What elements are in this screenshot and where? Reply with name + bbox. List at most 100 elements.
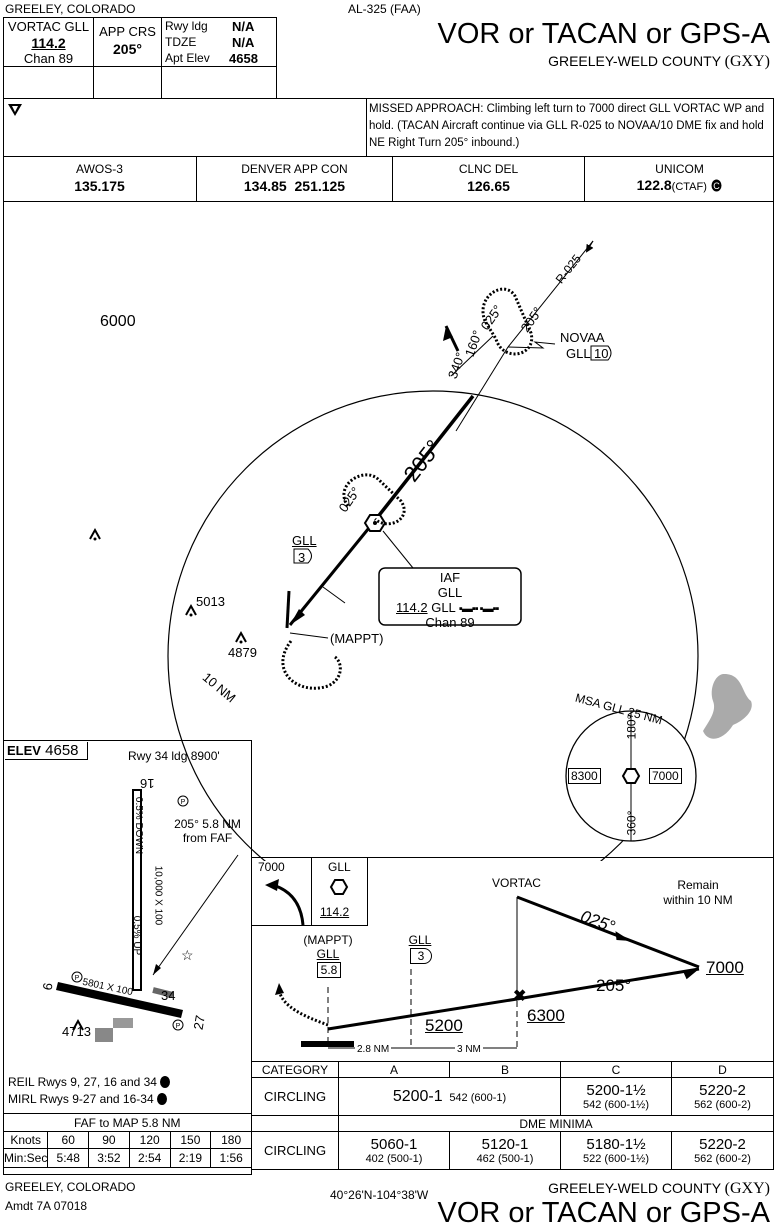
- minsec-label: Min:Sec: [2, 1148, 49, 1168]
- knots-1: 90: [88, 1131, 130, 1149]
- dme-d-main: 5220-2: [699, 1136, 746, 1153]
- outbound-leg: [516, 895, 700, 969]
- ctaf-icon: C: [711, 179, 722, 192]
- cat-d: D: [671, 1061, 774, 1078]
- circling-label-1: CIRCLING: [251, 1077, 339, 1116]
- comm-awos-label: AWOS-3: [76, 162, 123, 176]
- rwy-ldg-note: Rwy 34 ldg 8900': [128, 749, 220, 763]
- app-crs-label: APP CRS: [99, 24, 156, 39]
- novaa-dme: 10: [594, 346, 609, 361]
- iaf-name: GLL: [437, 585, 463, 600]
- airport-code: (GXY): [724, 53, 770, 70]
- final-course: [371, 394, 475, 525]
- lake-shape: [703, 673, 752, 739]
- dme-b-sub: 462 (500-1): [476, 1153, 534, 1165]
- remain-1: Remain: [677, 878, 719, 892]
- footer-title: VOR or TACAN or GPS-A: [437, 1197, 771, 1229]
- profile-alt-7000: 7000: [706, 958, 744, 977]
- elev-label: ELEV: [7, 743, 41, 758]
- dme-a-main: 5060-1: [370, 1136, 418, 1153]
- lighting-1-icon: [160, 1076, 171, 1088]
- grad-up: 0.5% UP: [131, 915, 143, 956]
- knots-label: Knots: [2, 1131, 49, 1149]
- obstacle-6000: 6000: [100, 313, 136, 330]
- gll-dme: 3: [298, 550, 306, 565]
- iaf-freq: 114.2: [396, 600, 428, 615]
- faf-note-2: from FAF: [182, 831, 233, 845]
- profile-gll: GLL: [316, 947, 340, 961]
- profile-crs-in: 205°: [596, 976, 632, 995]
- nonstandard-takeoff-icon: [8, 104, 22, 116]
- icon-gll: GLL: [328, 860, 351, 874]
- comm-approach-freq: 134.85 251.125: [243, 178, 346, 194]
- circling-label-2: CIRCLING: [251, 1131, 339, 1170]
- radial-025: [507, 240, 594, 348]
- dist-3: 3 NM: [455, 1044, 483, 1055]
- comm-unicom-label: UNICOM: [655, 162, 704, 176]
- lighting-2-icon: [156, 1093, 167, 1105]
- circling-ab-sub: 542 (600-1): [449, 1091, 507, 1104]
- footer-coords: 40°26'N-104°38'W: [330, 1188, 429, 1202]
- minima-table: CATEGORY A B C D CIRCLING 5200-1 542 (60…: [251, 1061, 774, 1170]
- comm-awos-freq: 135.175: [74, 178, 125, 194]
- iaf-ident: GLL: [431, 600, 456, 615]
- airport-name-text: GREELEY-WELD COUNTY: [548, 53, 721, 69]
- gll-label: GLL: [292, 533, 317, 548]
- runway-16-34: [132, 789, 142, 991]
- lighting-2: MIRL Rwys 9-27 and 16-34: [8, 1092, 167, 1106]
- rwy27-label: 27: [190, 1014, 208, 1031]
- app-crs: 205°: [113, 41, 142, 57]
- obstacle-5013: 5013: [196, 594, 225, 609]
- knots-4: 180: [210, 1131, 252, 1149]
- rwy16-label: 16: [140, 776, 155, 791]
- profile-gll2: GLL: [408, 933, 432, 947]
- faf-note-arrow: [152, 854, 239, 976]
- footer-location: GREELEY, COLORADO: [5, 1180, 136, 1194]
- rwy34-label: 34: [161, 988, 176, 1003]
- novaa-gll: GLL: [566, 346, 591, 361]
- dme-d-sub: 562 (600-2): [694, 1153, 751, 1165]
- elev-box: ELEV 4658: [5, 742, 88, 760]
- runway-9-27: [56, 982, 183, 1018]
- svg-text:P: P: [75, 975, 80, 982]
- airport-name: GREELEY-WELD COUNTY (GXY): [548, 53, 770, 71]
- iaf-chan: Chan 89: [425, 615, 475, 630]
- nav-chan-text: Chan 89: [23, 51, 74, 66]
- rwy-ldg: N/A: [232, 19, 255, 34]
- lighting-2-text: MIRL Rwys 9-27 and 16-34: [8, 1092, 154, 1106]
- cat-a: A: [338, 1061, 450, 1078]
- svg-text:C: C: [714, 181, 721, 191]
- tdze-label: TDZE: [165, 35, 197, 49]
- dme-c-sub: 522 (600-1½): [582, 1153, 650, 1165]
- time-3: 2:19: [169, 1148, 212, 1168]
- circling-c-main: 5200-1½: [586, 1082, 646, 1099]
- missed-approach-text: MISSED APPROACH: Climbing left turn to 7…: [369, 103, 765, 149]
- time-2: 2:54: [128, 1148, 171, 1168]
- obstacle-4713: 4713: [62, 1024, 91, 1039]
- hold-upper: [481, 287, 534, 356]
- unicom-freq: 122.8: [636, 177, 672, 193]
- time-0: 5:48: [47, 1148, 90, 1168]
- header-location: GREELEY, COLORADO: [5, 2, 136, 16]
- profile-gll2-dme: 3: [410, 948, 432, 964]
- dme-a-sub: 402 (500-1): [365, 1153, 423, 1165]
- category-label: CATEGORY: [251, 1061, 339, 1078]
- msa-360: 360°: [624, 810, 639, 836]
- iaf-label: IAF: [439, 570, 461, 585]
- cat-c: C: [560, 1061, 672, 1078]
- profile-mappt: (MAPPT): [303, 933, 353, 947]
- elev-value: 4658: [45, 742, 79, 759]
- time-4: 1:56: [210, 1148, 252, 1168]
- dme-minima-label: DME MINIMA: [338, 1115, 774, 1132]
- cat-b: B: [449, 1061, 561, 1078]
- lighting-1-text: REIL Rwys 9, 27, 16 and 34: [8, 1075, 157, 1089]
- novaa-label: NOVAA: [560, 330, 605, 345]
- dme-b-main: 5120-1: [481, 1136, 529, 1153]
- svg-text:✖: ✖: [513, 988, 526, 1005]
- nav-label: VORTAC GLL: [7, 19, 90, 34]
